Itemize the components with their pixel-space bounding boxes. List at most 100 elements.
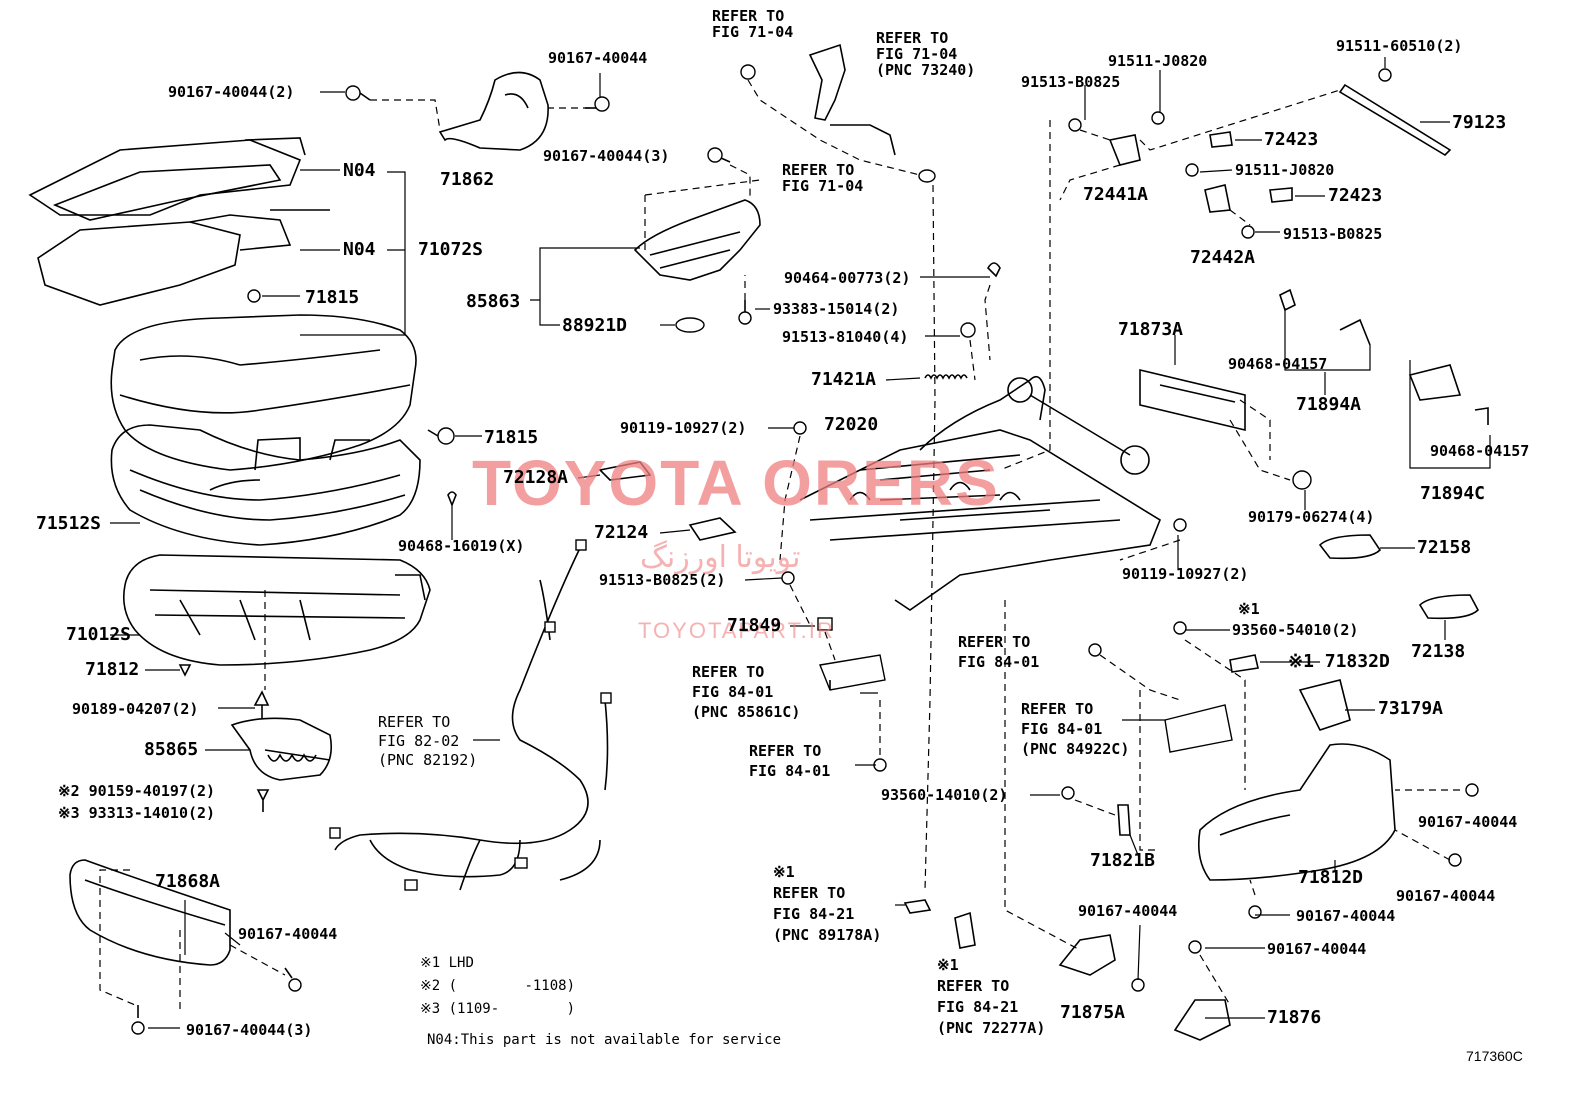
part-number: 71815 <box>484 427 539 448</box>
bolt-71849 <box>817 617 833 631</box>
part-number: ※1 71832D <box>1288 651 1390 672</box>
part-number: 72158 <box>1417 537 1472 558</box>
part-number: 90167-40044(3) <box>186 1021 313 1039</box>
refer-label: REFER TO FIG 84-01 (PNC 85861C) <box>692 663 801 721</box>
figure-code: 717360C <box>1466 1048 1523 1064</box>
spring-71421A <box>924 374 968 380</box>
clip-90464 <box>986 262 1001 278</box>
bracket-72441A <box>1108 134 1141 166</box>
part-number: 90189-04207(2) <box>72 700 199 718</box>
seat-heater-upper <box>28 137 306 221</box>
part-number: 90119-10927(2) <box>1122 565 1249 583</box>
cover-71876 <box>1173 999 1231 1041</box>
part-number: 71812D <box>1298 867 1364 888</box>
part-number: 72128A <box>503 467 569 488</box>
rod-79123 <box>1338 83 1452 157</box>
screw-90159 <box>256 789 270 812</box>
cover-71868A <box>69 859 231 966</box>
part-number: 71862 <box>440 169 495 190</box>
bolt-icon-2 <box>585 96 610 112</box>
bolt-icon-3 <box>707 147 731 163</box>
clip-71812 <box>178 664 192 677</box>
part-number: 72441A <box>1083 184 1149 205</box>
sensor-89178A <box>903 899 932 914</box>
part-number: N04 <box>343 239 376 260</box>
part-number: 72124 <box>594 522 649 543</box>
part-number: 90179-06274(4) <box>1248 508 1375 526</box>
bracket-71894A <box>1279 288 1371 346</box>
cover-73179A <box>1298 679 1351 731</box>
part-number: 90119-10927(2) <box>620 419 747 437</box>
seatbelt-buckle <box>808 43 896 156</box>
part-number: 90468-16019(X) <box>398 537 525 555</box>
part-number: 71812 <box>85 659 140 680</box>
part-number: ※3 93313-14010(2) <box>58 804 216 822</box>
bracket-72442A <box>1204 184 1231 213</box>
cap-90179 <box>1292 470 1312 490</box>
part-number: 71875A <box>1060 1002 1126 1023</box>
part-number: 72423 <box>1264 129 1319 150</box>
refer-label: REFER TO FIG 84-01 <box>958 633 1040 671</box>
refer-label: ※1 REFER TO FIG 84-21 (PNC 72277A) <box>937 956 1046 1037</box>
seat-cushion-cover <box>110 314 417 471</box>
part-number: 71512S <box>36 513 102 534</box>
note-lhd: ※1 LHD <box>420 955 474 971</box>
part-number: 93560-54010(2) <box>1232 621 1359 639</box>
part-number: 71815 <box>305 287 360 308</box>
bracket-71894C <box>1408 364 1489 425</box>
refer-label: REFER TO FIG 82-02 (PNC 82192) <box>378 713 478 769</box>
pin-90189 <box>253 690 270 718</box>
seat-lever <box>230 717 333 781</box>
part-number: 90167-40044 <box>238 925 338 943</box>
refer-label: REFER TO FIG 71-04 <box>782 161 864 195</box>
part-number: 91513-B0825 <box>1283 225 1383 243</box>
part-number: 91513-B0825(2) <box>599 571 726 589</box>
seat-track-72020 <box>799 375 1161 611</box>
part-number: 72138 <box>1411 641 1466 662</box>
part-number: 71421A <box>811 369 877 390</box>
clip-72423-a <box>1209 131 1233 148</box>
refer-label: REFER TO FIG 84-01 <box>749 742 831 780</box>
part-number: 72020 <box>824 414 879 435</box>
refer-label: REFER TO FIG 71-04 (PNC 73240) <box>876 29 976 79</box>
seat-heater-lower <box>37 209 330 306</box>
refer-label: REFER TO FIG 84-01 (PNC 84922C) <box>1021 700 1130 758</box>
lhd-mark: ※1 <box>1238 600 1260 618</box>
part-number: N04 <box>343 160 376 181</box>
part-number: 72423 <box>1328 185 1383 206</box>
part-number: 91513-B0825 <box>1021 73 1121 91</box>
part-number: 72442A <box>1190 247 1256 268</box>
part-number: 73179A <box>1378 698 1444 719</box>
part-number: 93383-15014(2) <box>773 300 900 318</box>
part-number: 71876 <box>1267 1007 1322 1028</box>
seat-cushion-frame <box>122 554 431 666</box>
shield-71862 <box>438 71 549 151</box>
part-number: 85863 <box>466 291 521 312</box>
part-number: 91513-81040(4) <box>782 328 909 346</box>
cover-71875A <box>1058 934 1116 976</box>
ecu-box <box>819 654 886 691</box>
seat-cushion-pad <box>110 424 421 546</box>
part-number: 71821B <box>1090 850 1156 871</box>
part-number: 91511-J0820 <box>1235 161 1335 179</box>
part-number: 79123 <box>1452 112 1507 133</box>
bolts-right <box>873 68 1479 992</box>
clip-71815b <box>427 427 455 445</box>
bolt-91513-81040 <box>960 322 976 338</box>
grommet-88921D <box>675 317 705 333</box>
watermark-logo-text: TOYOTA ORERS <box>472 447 1000 519</box>
note-n04: N04:This part is not available for servi… <box>427 1032 782 1048</box>
part-number: 90167-40044(3) <box>543 147 670 165</box>
part-number: 90167-40044 <box>548 49 648 67</box>
bolt-icon-1 <box>345 85 371 101</box>
note-range-1: ※2 ( -1108) <box>420 978 576 994</box>
clip-71821B <box>1117 804 1131 836</box>
clip-72423-b <box>1269 187 1293 203</box>
part-number: 90167-40044(2) <box>168 83 295 101</box>
part-number: 93560-14010(2) <box>881 786 1008 804</box>
dashed-assembly-lines <box>99 79 1460 1010</box>
clip-90468 <box>447 491 457 508</box>
watermark-persian-text: تویوتا اورزنگ <box>640 541 801 574</box>
part-number: 91511-J0820 <box>1108 52 1208 70</box>
part-number: 91511-60510(2) <box>1336 37 1463 55</box>
